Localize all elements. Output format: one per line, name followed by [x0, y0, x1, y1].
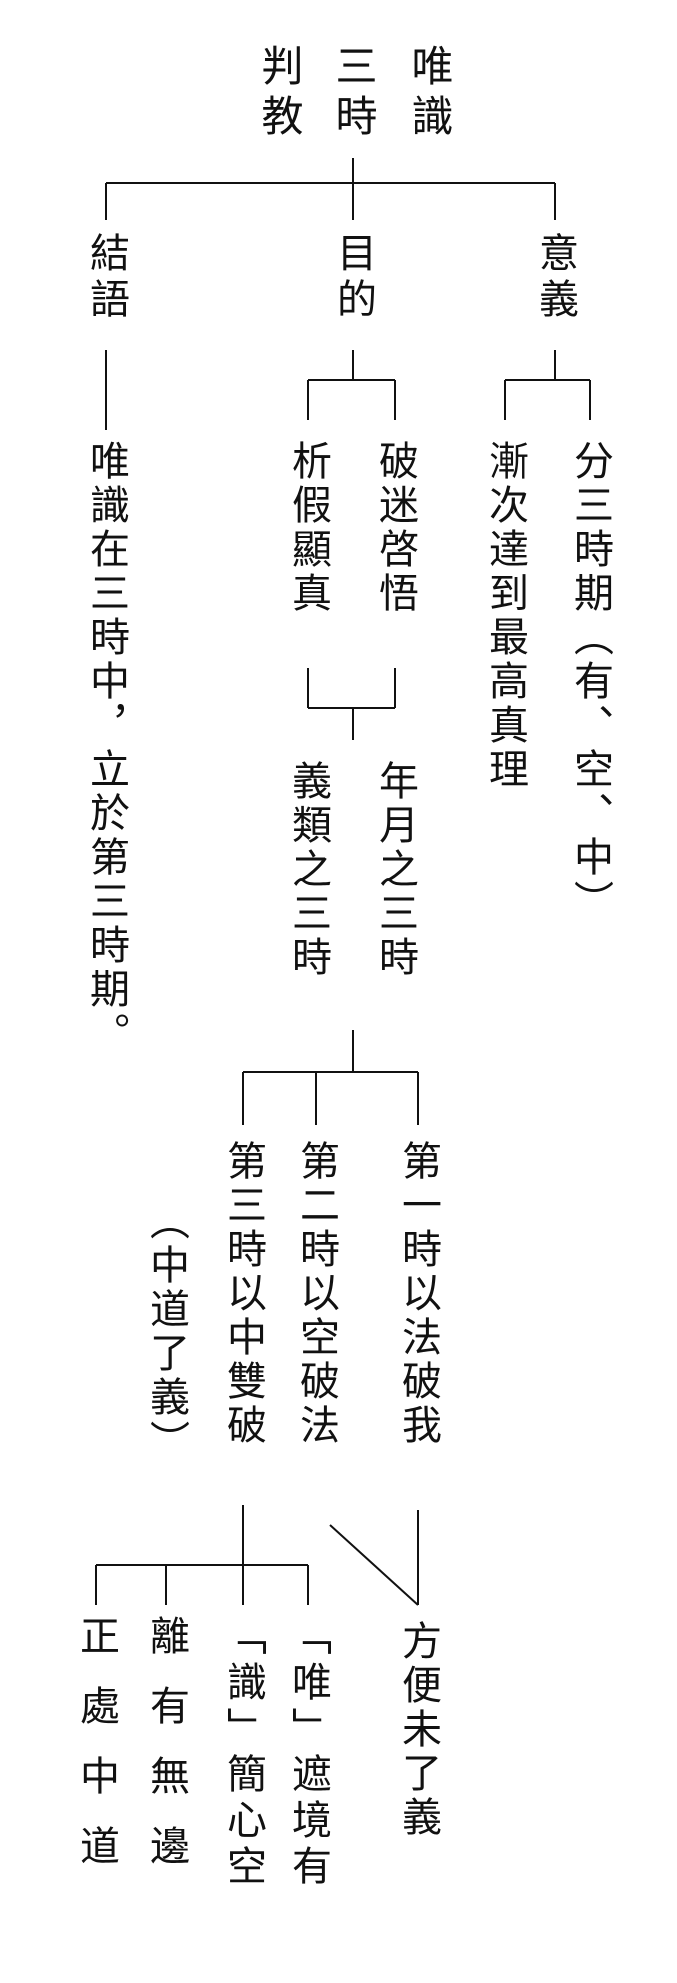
three-times-year-month: 年月之三時 — [372, 760, 418, 980]
period-second: 第二時以空破法 — [293, 1140, 339, 1448]
purpose-break-delusion: 破迷啓悟 — [372, 440, 418, 616]
middle-way-zheng: 正處中道 — [73, 1615, 119, 1895]
middle-way-shi: 「識」簡心空 — [220, 1615, 266, 1891]
label-meaning: 意義 — [532, 232, 578, 324]
conclusion-text: 唯識在三時中，立於第三時期。 — [83, 440, 129, 1056]
period-third-note: （中道了義） — [143, 1200, 189, 1464]
title-column-right: 唯識 — [405, 44, 454, 144]
title-column-mid: 三時 — [329, 44, 378, 144]
period-third: 第三時以中雙破 — [220, 1140, 266, 1448]
purpose-analyze-false: 析假顯真 — [285, 440, 331, 616]
label-conclusion: 結語 — [83, 232, 129, 324]
expedient-incomplete: 方便未了義 — [395, 1620, 441, 1840]
middle-way-wei: 「唯」遮境有 — [285, 1615, 331, 1891]
three-times-meaning-class: 義類之三時 — [285, 760, 331, 980]
meaning-three-periods: 分三時期（有、空、中） — [567, 440, 613, 924]
label-purpose: 目的 — [330, 232, 376, 324]
middle-way-li: 離有無邊 — [143, 1615, 189, 1895]
title-column-left: 判教 — [255, 44, 304, 144]
period-first: 第一時以法破我 — [395, 1140, 441, 1448]
meaning-gradual: 漸次達到最高真理 — [482, 440, 528, 792]
connector-second-expedient — [329, 1524, 419, 1606]
